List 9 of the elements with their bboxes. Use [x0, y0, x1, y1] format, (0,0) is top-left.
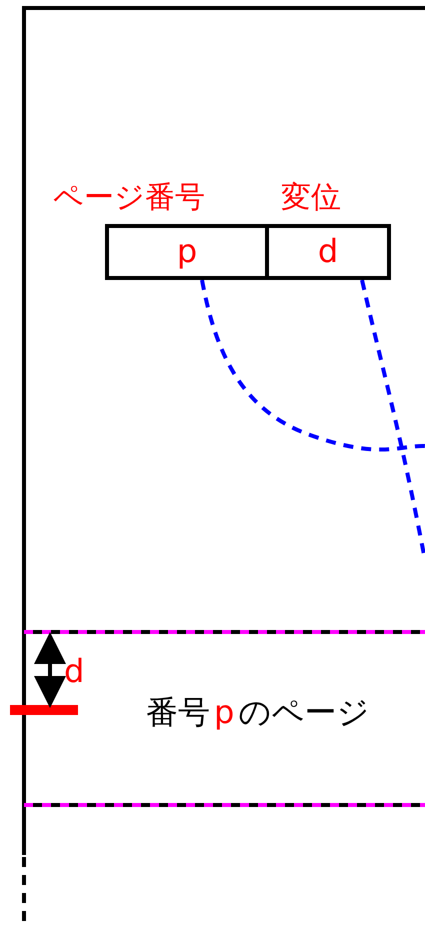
page-number: p [214, 693, 234, 731]
field-heading: 変位 [281, 180, 341, 216]
mapping-line [200, 280, 425, 452]
field-heading: ページ番号 [53, 180, 205, 216]
page-text: 番号 [146, 693, 210, 731]
dimension-label: d [64, 652, 84, 690]
field-value: p [176, 232, 198, 270]
field-value: d [316, 232, 340, 270]
page-text: のページ [238, 693, 370, 731]
